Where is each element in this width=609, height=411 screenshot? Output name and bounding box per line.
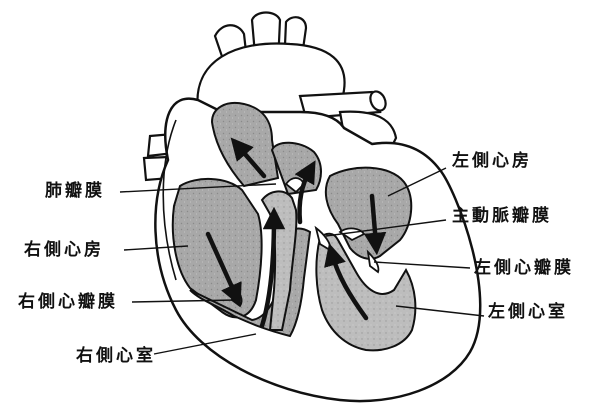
- label-pulmonary-valve: 肺瓣膜: [45, 183, 105, 200]
- label-aortic-valve: 主動脈瓣膜: [452, 208, 552, 225]
- label-left-av-valve: 左側心瓣膜: [474, 260, 574, 277]
- label-right-atrium: 右側心房: [24, 242, 104, 259]
- label-right-av-valve: 右側心瓣膜: [18, 294, 118, 311]
- label-left-atrium: 左側心房: [452, 153, 532, 170]
- label-right-ventricle: 右側心室: [76, 348, 156, 365]
- label-left-ventricle: 左側心室: [488, 304, 568, 321]
